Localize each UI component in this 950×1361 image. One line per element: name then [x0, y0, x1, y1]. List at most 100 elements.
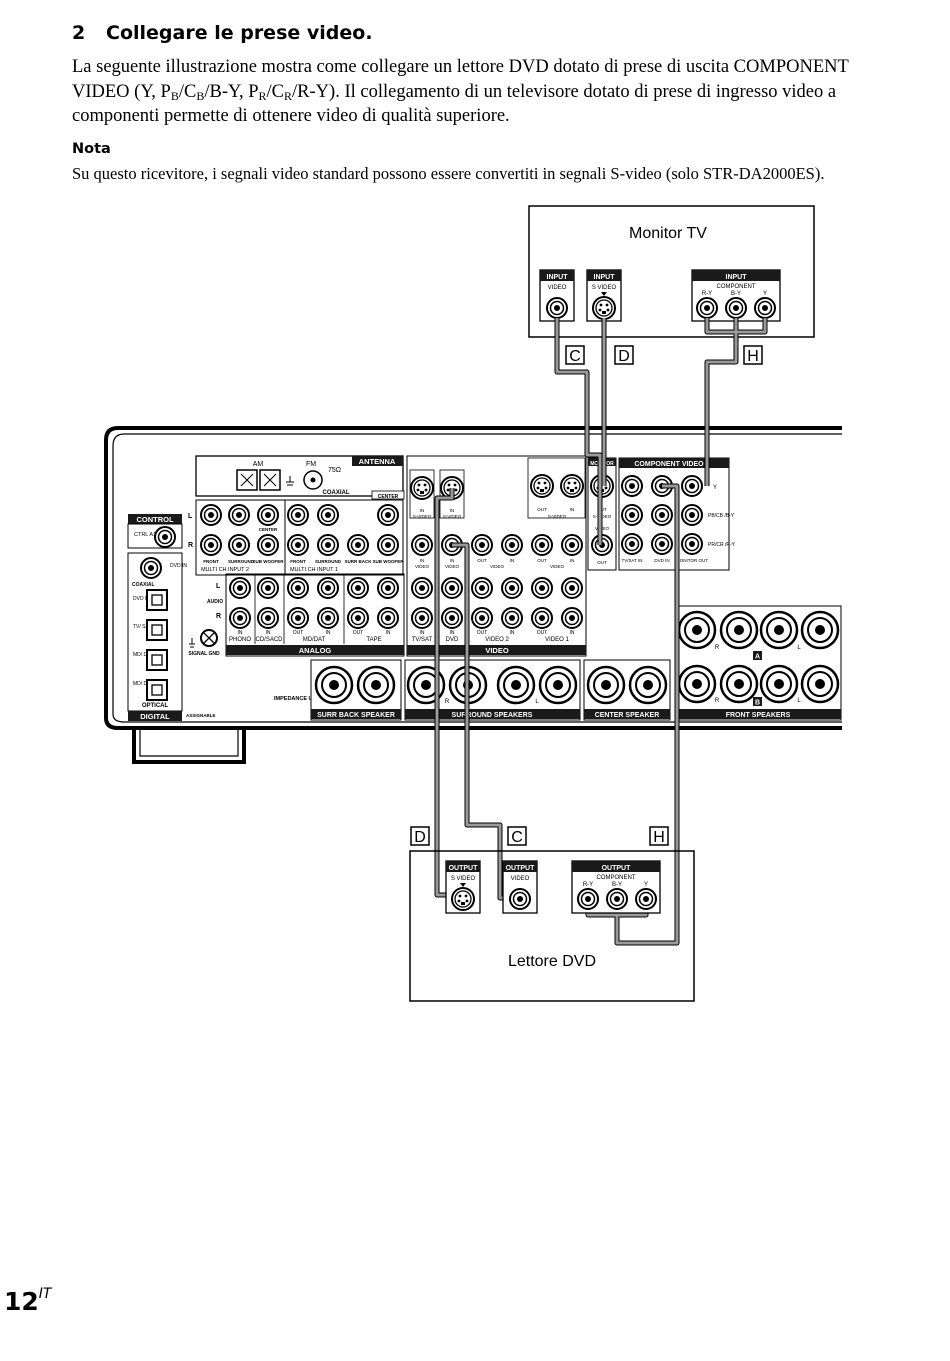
- svg-text:VIDEO: VIDEO: [415, 564, 430, 569]
- intro-text-3: /B-Y, P: [204, 81, 259, 102]
- svg-text:AUDIO: AUDIO: [207, 599, 223, 605]
- control-digital-section: CONTROL CTRL A1 II DVD IN COAXIAL DVD IN…: [127, 514, 220, 721]
- tv-monitor: Monitor TV INPUT VIDEO INPUT S VIDEO INP…: [528, 205, 815, 338]
- svg-text:FRONT: FRONT: [290, 559, 306, 564]
- svg-text:TV/SAT IN: TV/SAT IN: [621, 558, 642, 563]
- svg-text:IMPEDANCE USE 4 - 16 Ω: IMPEDANCE USE 4 - 16 Ω: [274, 696, 342, 702]
- step-title: Collegare le prese video.: [106, 22, 373, 44]
- step-number: 2: [72, 22, 86, 44]
- svg-text:VIDEO: VIDEO: [445, 564, 460, 569]
- svg-text:SURROUND: SURROUND: [315, 559, 342, 564]
- cable-h-top: [704, 318, 768, 486]
- svg-text:OUT: OUT: [477, 630, 488, 636]
- page-number-value: 12: [4, 1287, 39, 1316]
- svg-text:OUTPUT: OUTPUT: [602, 865, 632, 872]
- svg-text:S-VIDEO: S-VIDEO: [548, 514, 567, 519]
- tv-svideo-input: INPUT S VIDEO: [586, 269, 622, 322]
- svg-text:R-Y: R-Y: [702, 291, 712, 297]
- svg-text:L: L: [188, 513, 193, 520]
- svg-text:IN: IN: [238, 630, 243, 636]
- receiver-rear-panel: ANTENNA AM FM 75Ω COAXIAL CONTROL CTRL A…: [104, 426, 842, 764]
- svg-text:A: A: [755, 654, 760, 661]
- svg-text:MONITOR OUT: MONITOR OUT: [676, 558, 708, 563]
- speaker-terminals: IMPEDANCE USE 4 - 16 Ω SURR BACK SPEAKER…: [274, 605, 842, 721]
- svg-text:TAPE: TAPE: [366, 637, 381, 643]
- svg-text:COMPONENT VIDEO: COMPONENT VIDEO: [634, 461, 704, 468]
- svg-text:SURR BACK: SURR BACK: [345, 559, 373, 564]
- dvd-label: Lettore DVD: [508, 953, 596, 970]
- intro-text-4: /C: [266, 81, 285, 102]
- svg-text:CONTROL: CONTROL: [136, 515, 173, 524]
- svg-text:FM: FM: [306, 461, 316, 468]
- svg-text:IN: IN: [386, 630, 391, 636]
- dvd-component-output: OUTPUT COMPONENT R-Y B-Y Y: [571, 860, 661, 914]
- svg-text:OUT: OUT: [537, 507, 547, 512]
- cable-label-d-bottom: D: [410, 826, 430, 846]
- svg-text:ASSIGNABLE: ASSIGNABLE: [186, 713, 216, 718]
- cable-label-c-top: C: [565, 345, 585, 365]
- svg-text:S-VIDEO: S-VIDEO: [443, 514, 462, 519]
- svg-text:IN: IN: [570, 558, 575, 563]
- svg-text:CENTER: CENTER: [378, 494, 399, 500]
- svg-text:75Ω: 75Ω: [328, 467, 341, 474]
- svg-text:OUT: OUT: [293, 630, 304, 636]
- svg-text:IN: IN: [510, 630, 515, 636]
- svg-text:B: B: [755, 700, 760, 707]
- dvd-video-output: OUTPUT VIDEO: [502, 860, 538, 914]
- svg-text:D: D: [618, 348, 630, 365]
- step-heading: 2 Collegare le prese video.: [72, 22, 373, 44]
- svg-text:R: R: [445, 699, 450, 705]
- svg-text:IN: IN: [450, 558, 455, 563]
- svg-text:OUT: OUT: [477, 558, 487, 563]
- intro-text-2: /C: [178, 81, 197, 102]
- svg-text:ANTENNA: ANTENNA: [359, 457, 396, 466]
- svg-text:SURROUND: SURROUND: [228, 559, 255, 564]
- svg-text:CENTER: CENTER: [259, 527, 278, 532]
- dvd-svideo-output: OUTPUT S VIDEO: [445, 860, 481, 914]
- svg-text:Y: Y: [763, 291, 767, 297]
- svg-text:IN: IN: [570, 507, 575, 512]
- svg-text:PB/CB /B-Y: PB/CB /B-Y: [708, 513, 735, 519]
- svg-text:CENTER SPEAKER: CENTER SPEAKER: [595, 712, 660, 719]
- svg-text:IN: IN: [266, 630, 271, 636]
- svg-text:COMPONENT: COMPONENT: [597, 875, 636, 881]
- svg-text:DVD IN: DVD IN: [133, 596, 150, 602]
- svg-text:OUT: OUT: [537, 558, 547, 563]
- svg-text:MD/DAT: MD/DAT: [303, 637, 326, 643]
- connection-diagram: Monitor TV INPUT VIDEO INPUT S VIDEO INP…: [104, 205, 842, 1002]
- svg-text:INPUT: INPUT: [594, 274, 616, 281]
- svg-text:TV/SAT: TV/SAT: [412, 637, 433, 643]
- intro-sub-3: R: [258, 88, 267, 103]
- svg-text:L: L: [797, 698, 801, 704]
- svg-text:DVD: DVD: [446, 637, 459, 643]
- svg-text:VIDEO: VIDEO: [485, 646, 509, 655]
- intro-text-5: /R-Y). Il collegamento di un televisore …: [72, 81, 837, 127]
- svg-text:H: H: [747, 348, 759, 365]
- svg-text:R: R: [216, 613, 221, 620]
- svg-text:MULTI CH INPUT 2: MULTI CH INPUT 2: [201, 567, 249, 573]
- svg-text:Y: Y: [644, 882, 648, 888]
- svg-text:IN: IN: [326, 630, 331, 636]
- svg-text:IN: IN: [420, 508, 425, 513]
- cable-d-bottom: [434, 488, 461, 898]
- intro-sub-2: B: [196, 88, 205, 103]
- svg-text:FRONT: FRONT: [203, 559, 219, 564]
- svg-text:Y: Y: [713, 485, 717, 491]
- svg-text:OUTPUT: OUTPUT: [506, 865, 536, 872]
- cable-label-h-bottom: H: [649, 826, 669, 846]
- svg-text:IN: IN: [420, 558, 425, 563]
- svg-text:D: D: [414, 829, 426, 846]
- svg-text:MULTI CH INPUT 1: MULTI CH INPUT 1: [290, 567, 338, 573]
- svg-text:VIDEO 2: VIDEO 2: [485, 637, 509, 643]
- page-number-suffix: IT: [38, 1286, 52, 1302]
- svg-text:VIDEO: VIDEO: [511, 876, 530, 882]
- component-video-section: COMPONENT VIDEO Y PB/CB /B-Y PR/CR /R-Y …: [618, 457, 736, 571]
- svg-text:IN: IN: [420, 630, 425, 636]
- page-number: 12IT: [4, 1286, 51, 1316]
- svg-text:S VIDEO: S VIDEO: [592, 285, 617, 291]
- svg-text:VIDEO: VIDEO: [550, 564, 565, 569]
- svg-text:COMPONENT: COMPONENT: [717, 284, 756, 290]
- svg-text:VIDEO: VIDEO: [490, 564, 505, 569]
- svg-text:AM: AM: [253, 461, 264, 468]
- svg-text:PHONO: PHONO: [229, 637, 251, 643]
